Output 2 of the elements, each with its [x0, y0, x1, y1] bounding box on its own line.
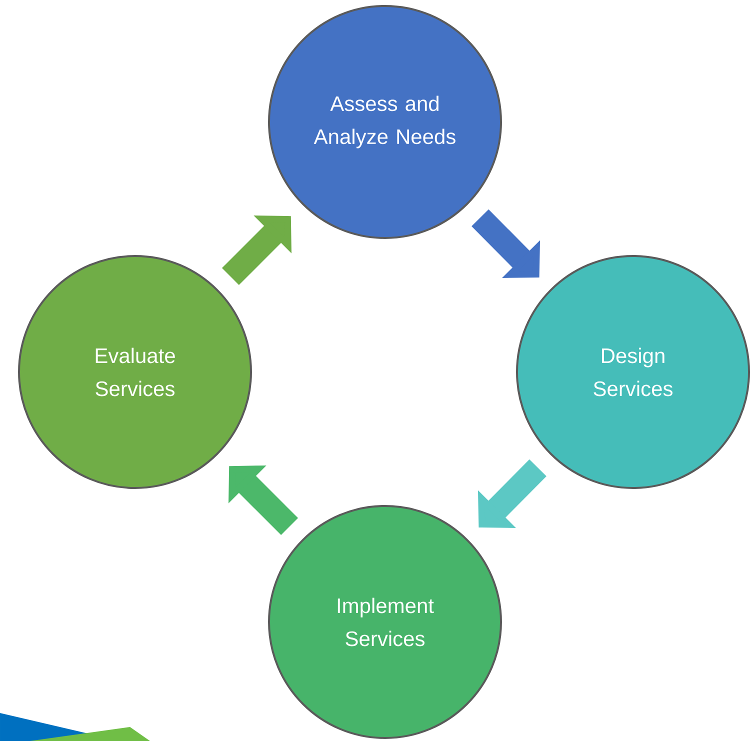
block-arrow: [472, 209, 540, 278]
block-arrow: [222, 215, 292, 286]
